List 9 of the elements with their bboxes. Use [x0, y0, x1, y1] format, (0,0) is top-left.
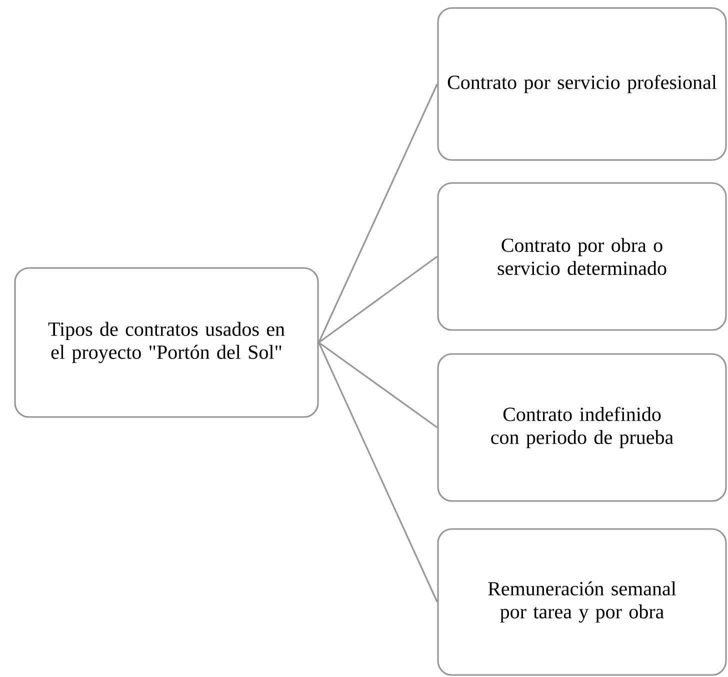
process-box: Remuneración semanal por tarea y por obra — [437, 528, 727, 676]
connector-line — [318, 342, 438, 428]
connector-line — [318, 84, 438, 343]
connector-line — [318, 256, 438, 344]
process-box: Tipos de contratos usados en el proyecto "Portón del Sol" — [14, 267, 319, 418]
process-box: Contrato por servicio profesional — [437, 7, 727, 161]
connector-line — [318, 342, 438, 602]
process-box: Contrato por obra o servicio determinado — [437, 182, 727, 331]
process-box: Contrato indefinido con periodo de prueba — [437, 353, 727, 502]
